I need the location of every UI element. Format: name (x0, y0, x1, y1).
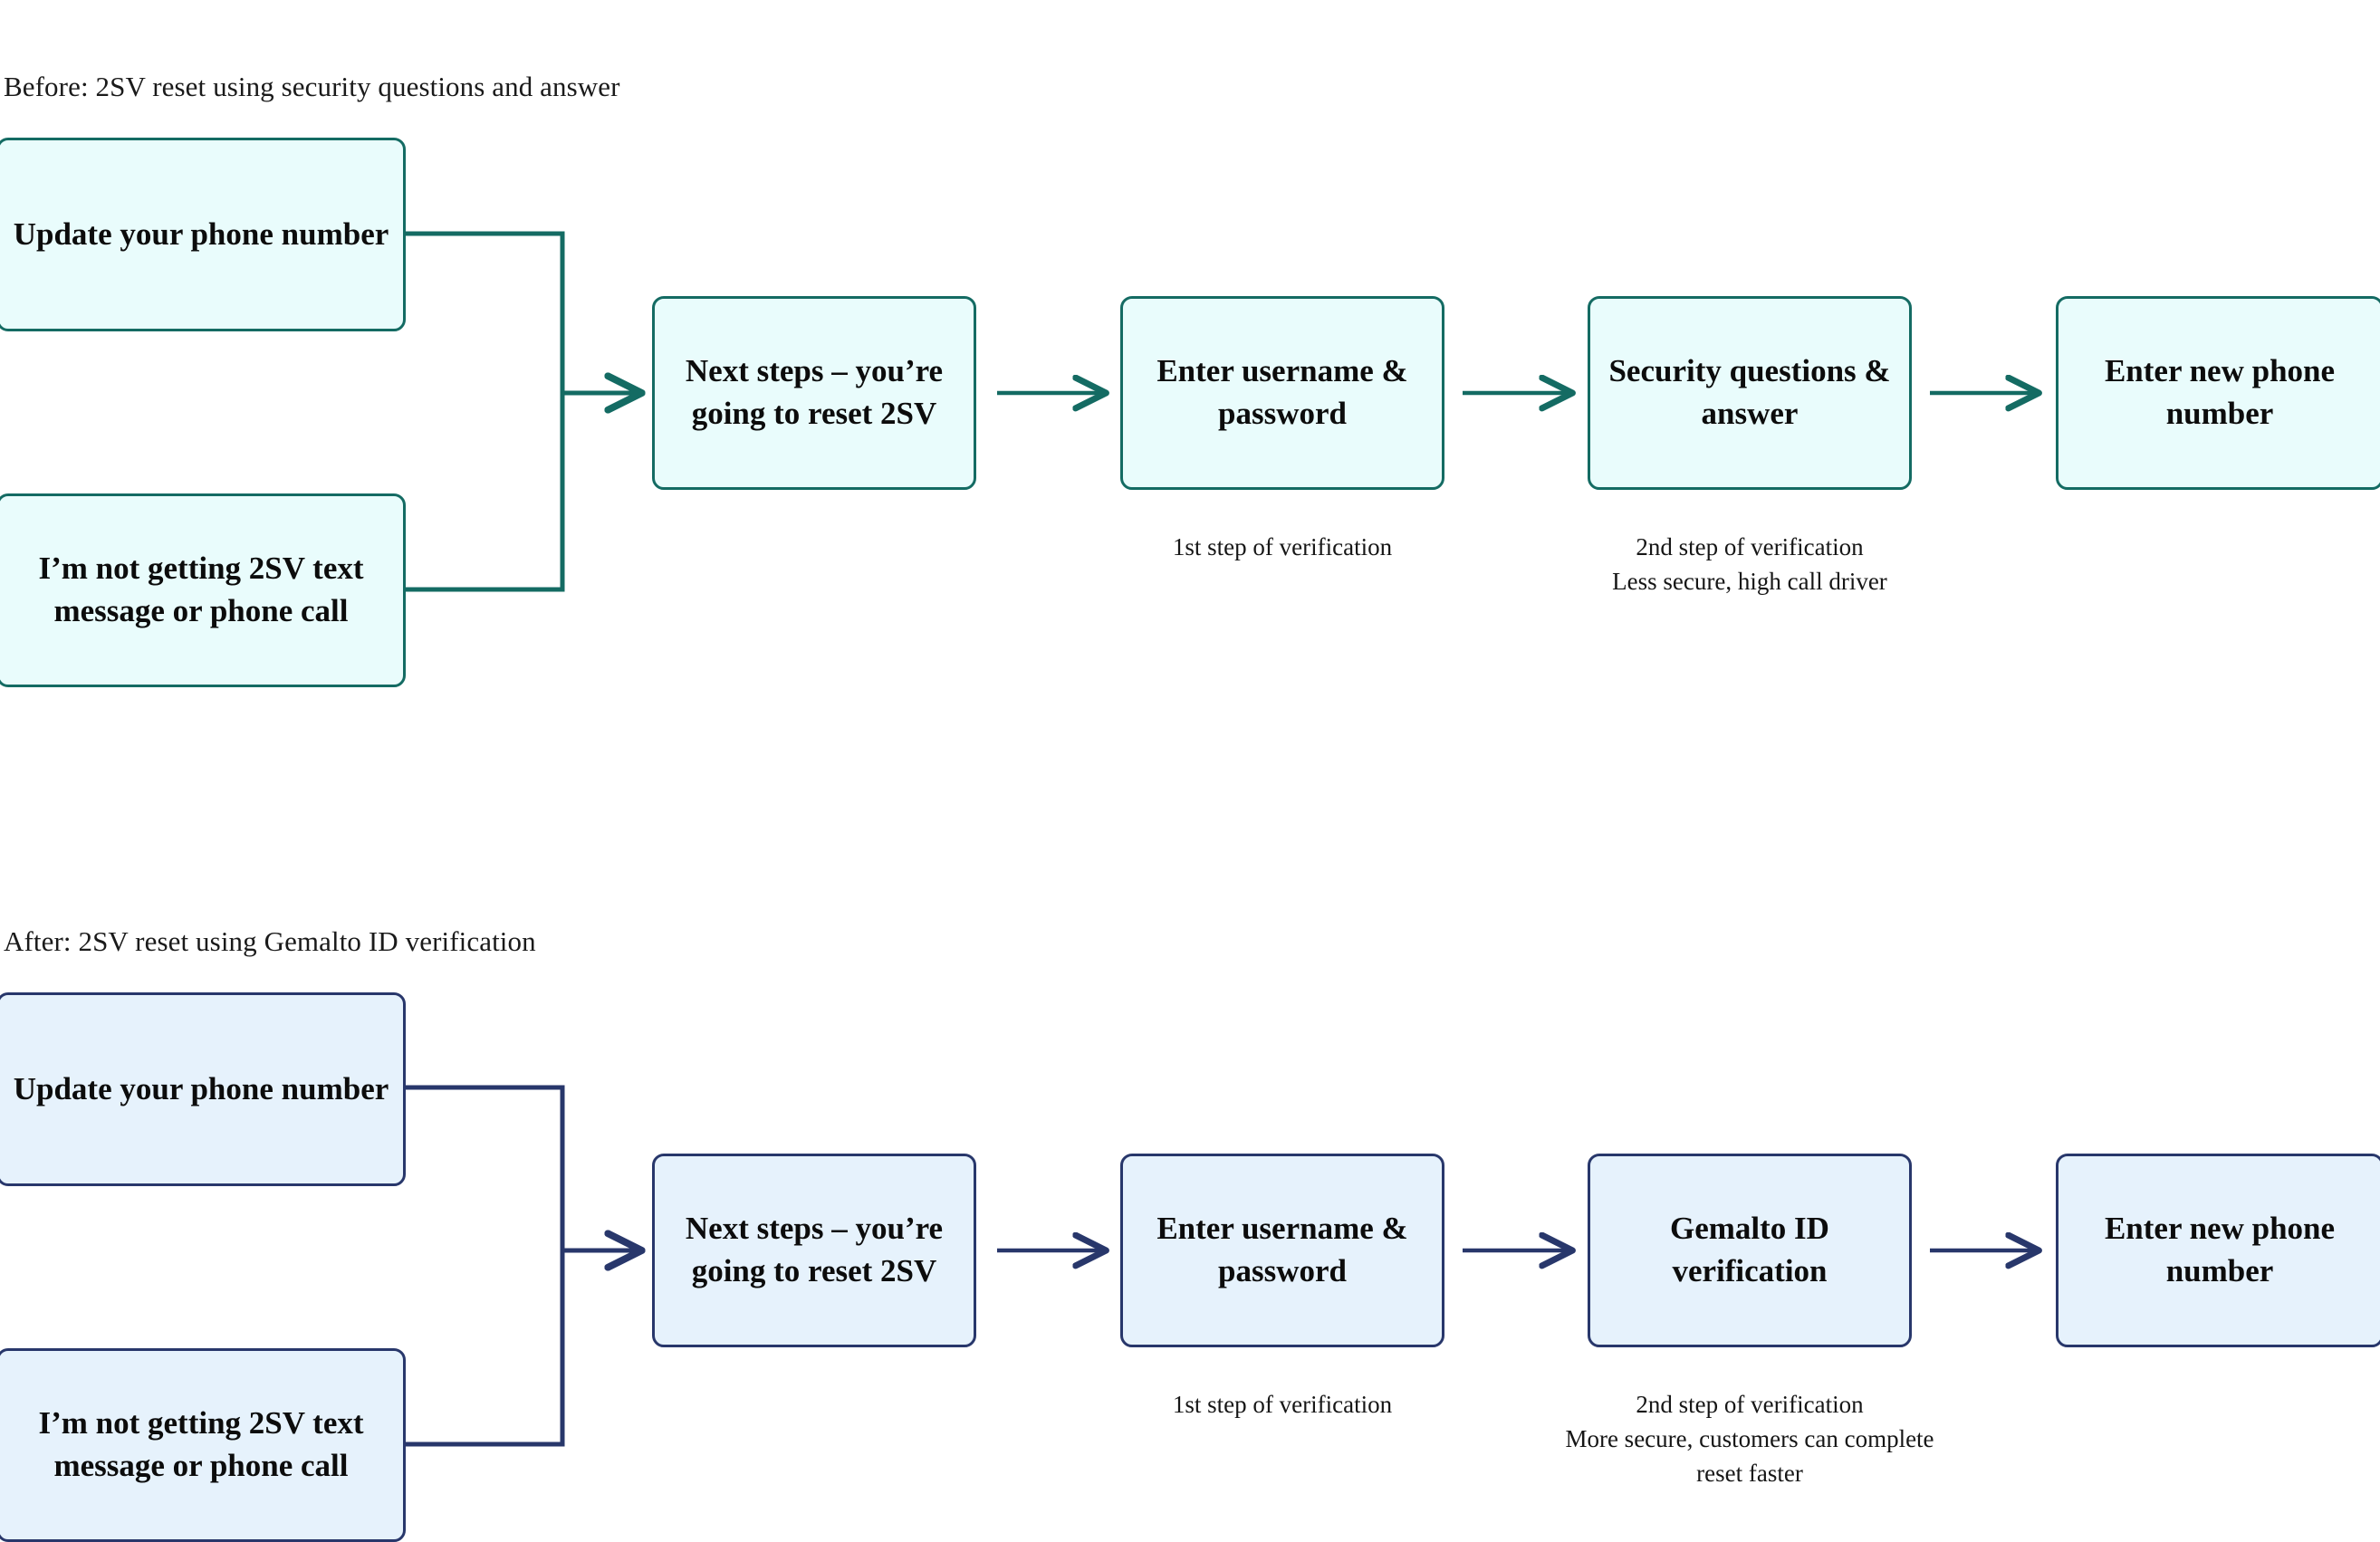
before-caption-second-factor: 2nd step of verification Less secure, hi… (1612, 533, 1887, 595)
before-node-entry-bottom[interactable]: I’m not getting 2SV text message or phon… (0, 493, 406, 687)
wire-entry-bottom-to-bus (406, 393, 565, 592)
before-node-next-steps[interactable]: Next steps – you’re going to reset 2SV (652, 296, 976, 490)
after-caption-credentials: 1st step of verification (1172, 1391, 1393, 1418)
after-node-next-steps[interactable]: Next steps – you’re going to reset 2SV (652, 1154, 976, 1347)
after-node-credentials[interactable]: Enter username & password (1120, 1154, 1444, 1347)
after-node-entry-bottom[interactable]: I’m not getting 2SV text message or phon… (0, 1348, 406, 1542)
before-caption-credentials: 1st step of verification (1172, 533, 1393, 560)
wire-entry-top-to-bus (406, 1085, 565, 1250)
after-node-final[interactable]: Enter new phone number (2056, 1154, 2380, 1347)
before-node-credentials[interactable]: Enter username & password (1120, 296, 1444, 490)
before-node-second-factor[interactable]: Security questions & answer (1588, 296, 1912, 490)
after-node-second-factor[interactable]: Gemalto ID verification (1588, 1154, 1912, 1347)
after-node-entry-top[interactable]: Update your phone number (0, 992, 406, 1186)
before-node-final[interactable]: Enter new phone number (2056, 296, 2380, 490)
before-node-entry-top[interactable]: Update your phone number (0, 138, 406, 331)
before-section-title: Before: 2SV reset using security questio… (4, 71, 620, 102)
wire-entry-top-to-bus (406, 231, 565, 393)
wire-entry-bottom-to-bus (406, 1250, 565, 1447)
after-caption-second-factor: 2nd step of verification More secure, cu… (1565, 1391, 1934, 1487)
after-section-title: After: 2SV reset using Gemalto ID verifi… (4, 925, 536, 957)
